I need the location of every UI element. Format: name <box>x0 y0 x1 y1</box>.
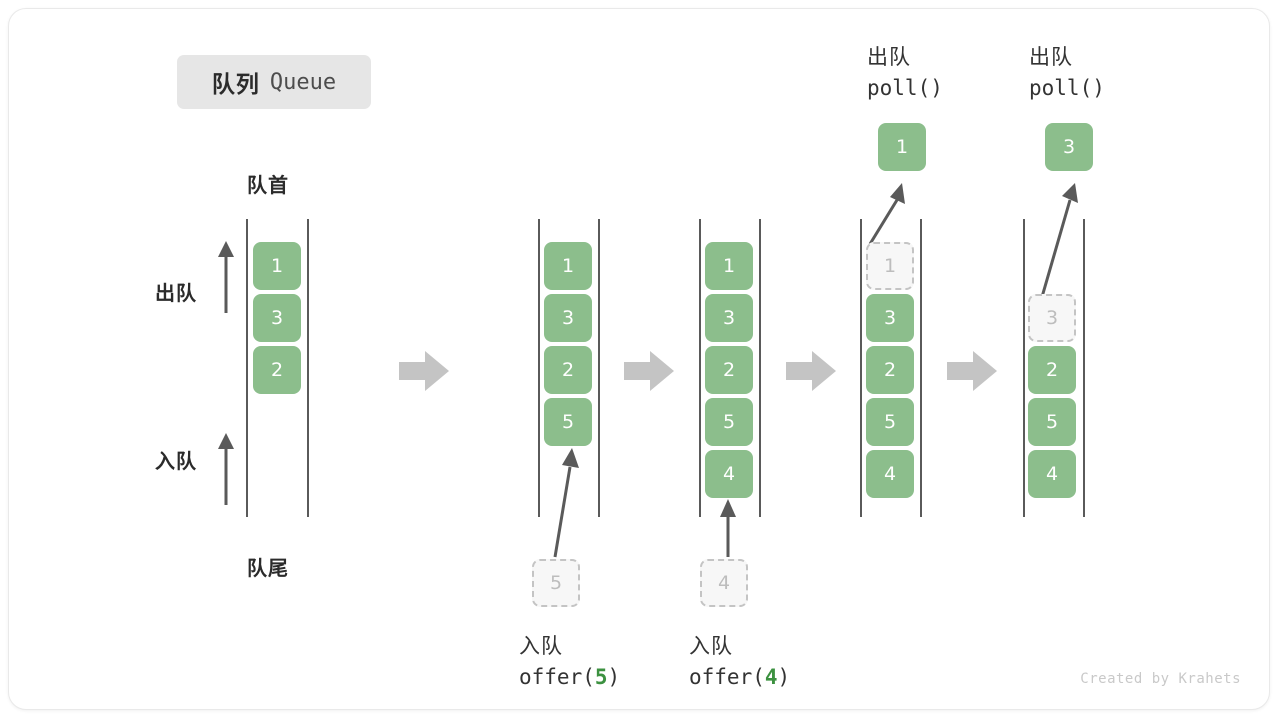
enqueue-insert-arrow <box>553 448 579 558</box>
code-suffix: ) <box>607 665 621 689</box>
queue-element: 2 <box>1028 346 1076 394</box>
title-english: Queue <box>269 69 337 95</box>
flow-arrow-icon <box>947 351 997 391</box>
queue-element: 1 <box>705 242 753 290</box>
dequeue-direction-arrow <box>218 241 234 313</box>
queue-rail-right-col4 <box>920 219 922 517</box>
queue-element: 2 <box>705 346 753 394</box>
queue-rail-left-col3 <box>699 219 701 517</box>
diagram-card: 队列 Queue 队首 队尾 出队 入队 1 3 2 1 3 2 5 5 入队 … <box>8 8 1270 710</box>
queue-element: 1 <box>544 242 592 290</box>
popped-element: 3 <box>1045 123 1093 171</box>
label-queue-tail: 队尾 <box>247 558 289 580</box>
diagram-title-chip: 队列 Queue <box>177 55 371 109</box>
queue-element: 2 <box>544 346 592 394</box>
operation-label-code: poll() <box>867 76 943 100</box>
enqueue-direction-arrow <box>218 433 234 505</box>
code-prefix: offer( <box>519 665 595 689</box>
queue-element: 3 <box>544 294 592 342</box>
queue-element: 3 <box>253 294 301 342</box>
queue-element-new: 5 <box>544 398 592 446</box>
queue-element: 4 <box>1028 450 1076 498</box>
queue-element: 5 <box>705 398 753 446</box>
code-value: 4 <box>764 665 778 689</box>
queue-element: 4 <box>866 450 914 498</box>
queue-rail-left-col4 <box>860 219 862 517</box>
queue-element: 3 <box>705 294 753 342</box>
operation-label-code: offer(4) <box>689 665 790 689</box>
incoming-element-ghost: 4 <box>700 559 748 607</box>
operation-label-cn: 入队 <box>689 635 733 658</box>
operation-label-code: offer(5) <box>519 665 620 689</box>
flow-arrow-icon <box>624 351 674 391</box>
queue-rail-left-col1 <box>246 219 248 517</box>
credit-text: Created by Krahets <box>1080 671 1241 687</box>
label-enqueue: 入队 <box>155 451 197 473</box>
operation-label-cn: 出队 <box>867 46 911 69</box>
queue-rail-right-col2 <box>598 219 600 517</box>
queue-rail-right-col3 <box>759 219 761 517</box>
operation-label-cn: 入队 <box>519 635 563 658</box>
label-dequeue: 出队 <box>155 283 197 305</box>
queue-rail-left-col5 <box>1023 219 1025 517</box>
incoming-element-ghost: 5 <box>532 559 580 607</box>
flow-arrow-icon <box>399 351 449 391</box>
queue-element: 5 <box>866 398 914 446</box>
queue-rail-right-col1 <box>307 219 309 517</box>
queue-element: 2 <box>253 346 301 394</box>
dequeue-pop-arrow <box>1040 183 1078 298</box>
queue-element: 3 <box>866 294 914 342</box>
queue-element: 2 <box>866 346 914 394</box>
operation-label-code: poll() <box>1029 76 1105 100</box>
enqueue-insert-arrow <box>720 499 736 557</box>
dequeue-pop-arrow <box>868 183 905 245</box>
removed-element-ghost: 3 <box>1028 294 1076 342</box>
removed-element-ghost: 1 <box>866 242 914 290</box>
queue-element-new: 4 <box>705 450 753 498</box>
code-suffix: ) <box>777 665 791 689</box>
popped-element: 1 <box>878 123 926 171</box>
queue-rail-right-col5 <box>1083 219 1085 517</box>
operation-label-cn: 出队 <box>1029 46 1073 69</box>
flow-arrow-icon <box>786 351 836 391</box>
title-chinese: 队列 <box>211 71 260 97</box>
queue-element: 1 <box>253 242 301 290</box>
queue-element: 5 <box>1028 398 1076 446</box>
code-prefix: offer( <box>689 665 765 689</box>
label-queue-head: 队首 <box>247 175 289 197</box>
queue-rail-left-col2 <box>538 219 540 517</box>
code-value: 5 <box>594 665 608 689</box>
